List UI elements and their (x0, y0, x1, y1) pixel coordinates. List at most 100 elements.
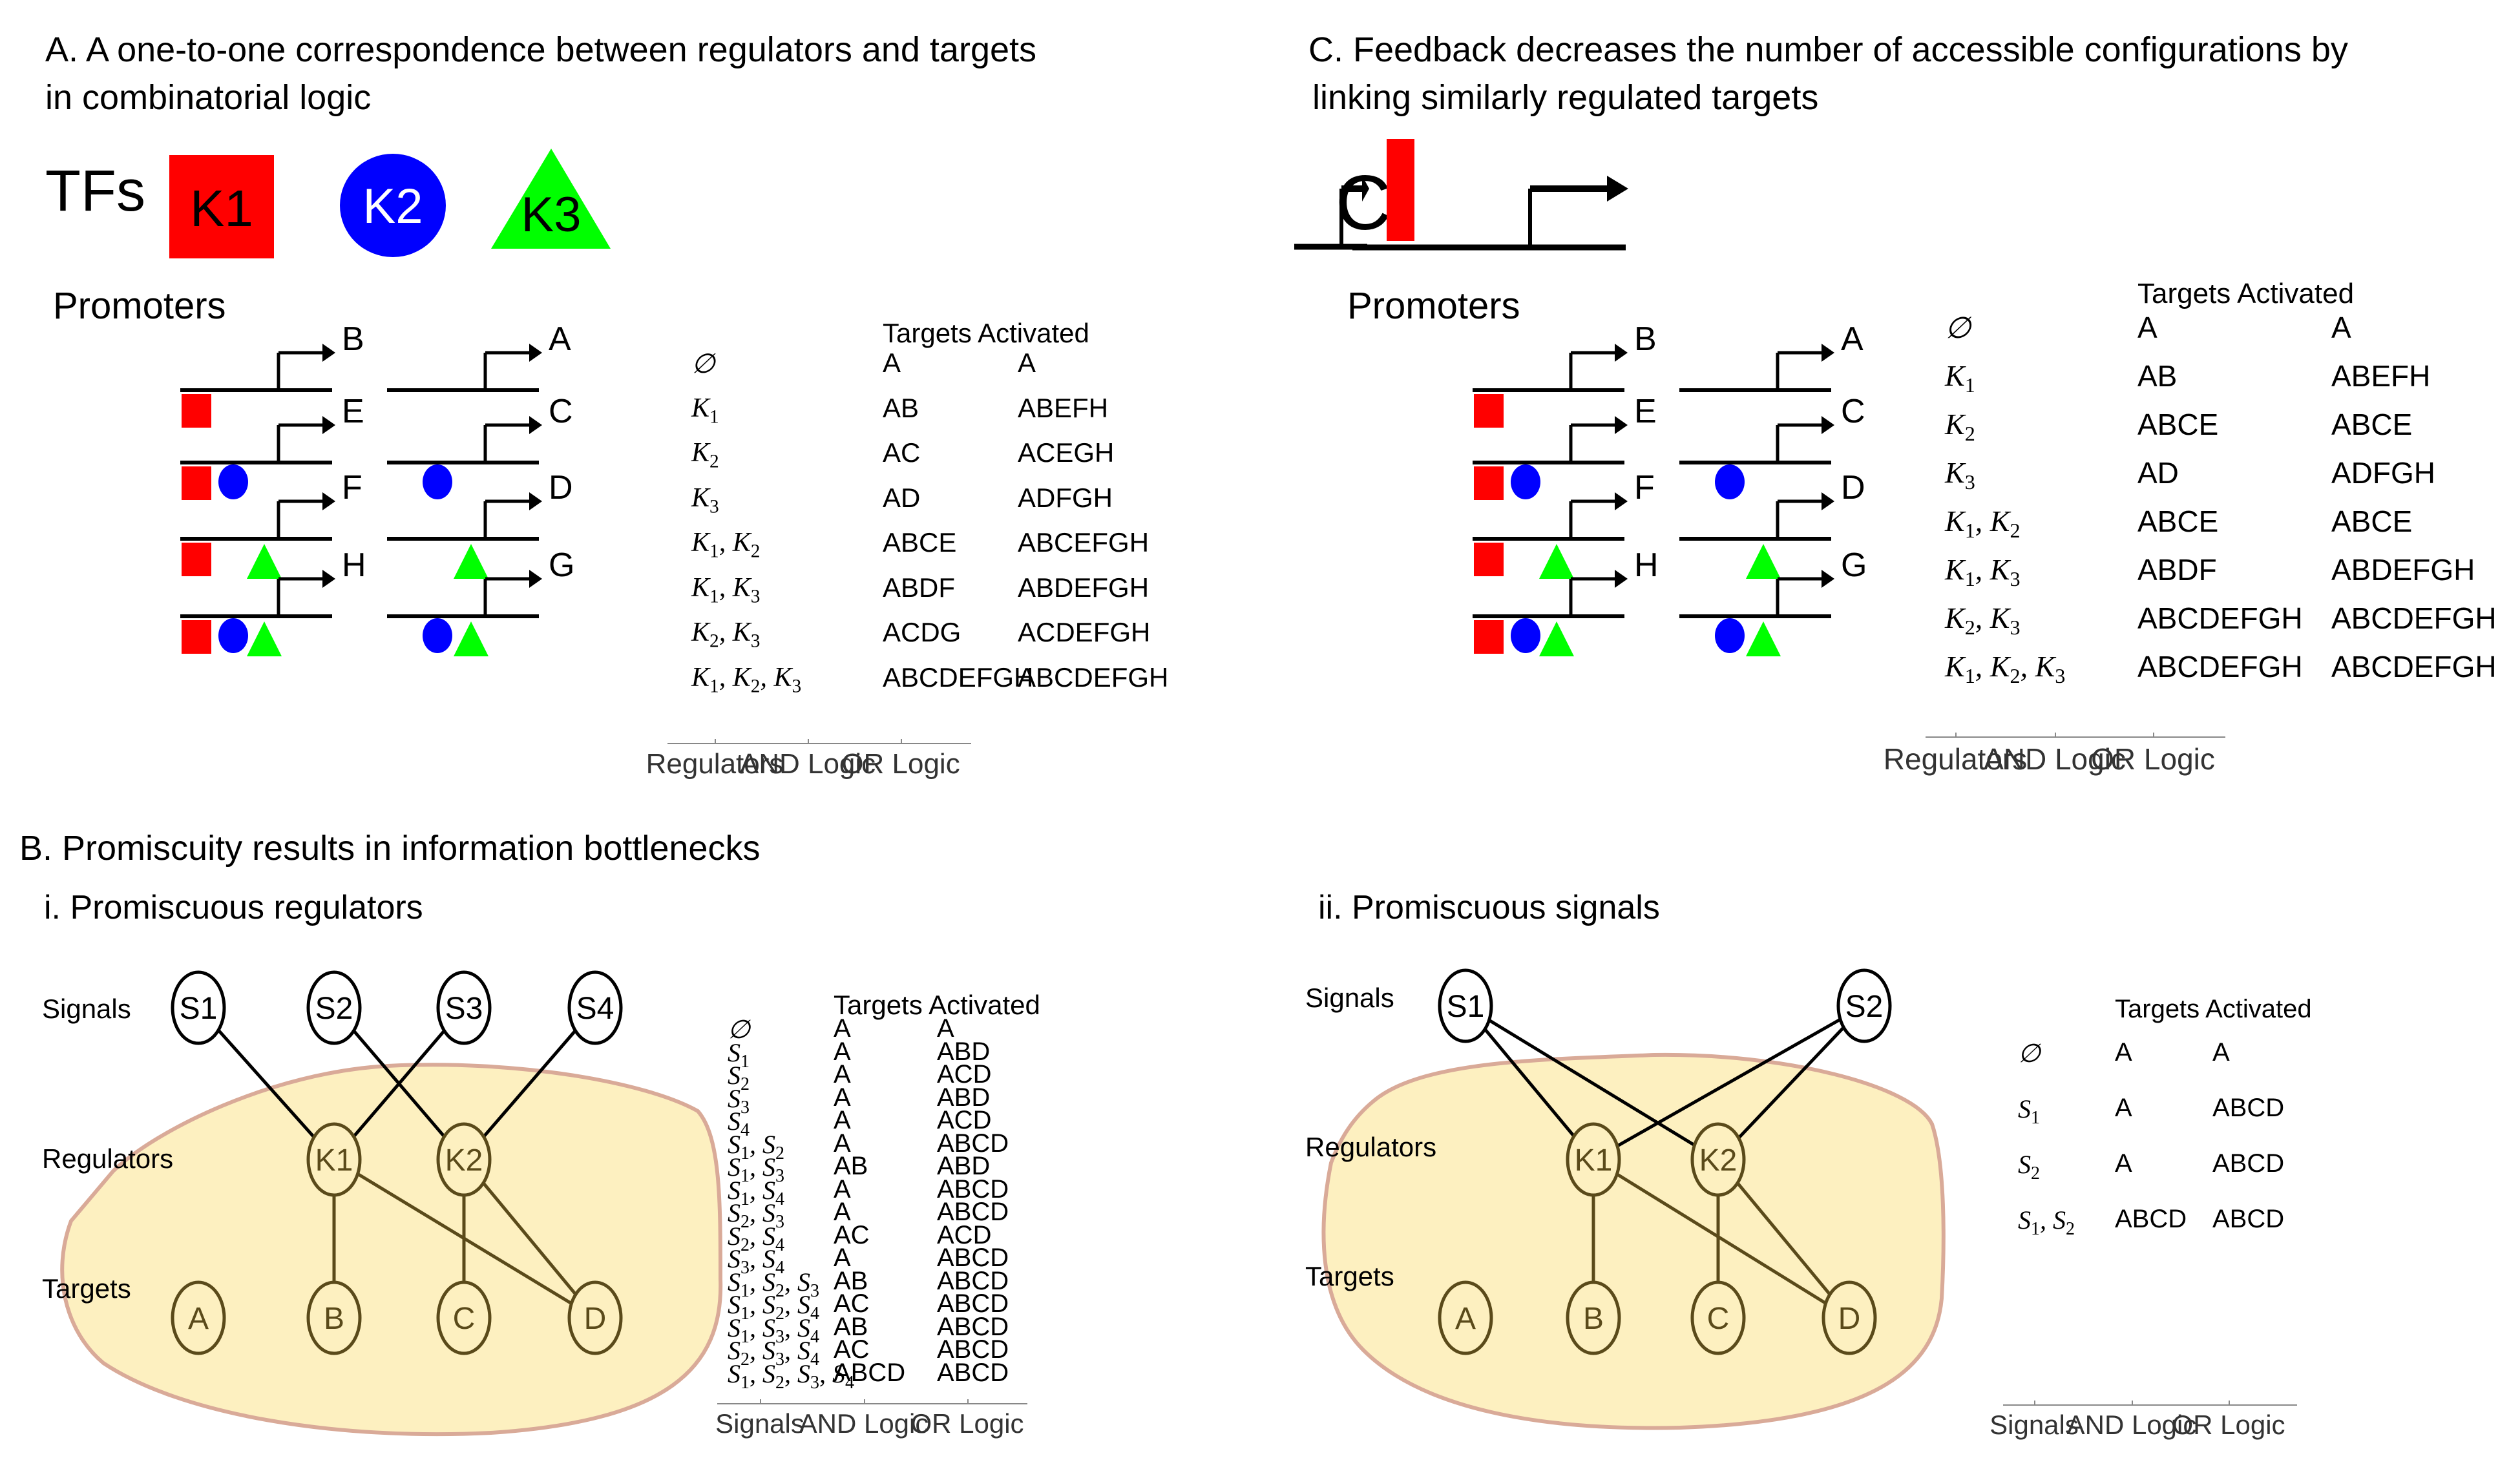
row-and-logic: ABCDEFGH (883, 662, 1034, 693)
k1-binding-site-icon (182, 620, 211, 654)
row-and-logic: AC (883, 437, 921, 468)
promoter-A: A (387, 320, 571, 392)
row-and-logic: ABCE (2137, 505, 2219, 538)
gene-c-label: C (1336, 160, 1392, 246)
promoter-G: G (387, 547, 574, 656)
row-and-logic: A (834, 1037, 851, 1066)
row-or-logic: ABCE (2331, 408, 2413, 441)
tf-k1-square: K1 (169, 155, 274, 258)
row-or-logic: ACD (937, 1220, 992, 1249)
column-label-regulators: Regulators (646, 748, 784, 780)
k2-binding-site-icon (1511, 618, 1540, 653)
k3-binding-site-icon (1539, 544, 1574, 579)
node-label: B (1583, 1302, 1604, 1336)
row-and-logic: A (834, 1244, 851, 1272)
tf-legend: K1 K2 K3 (169, 149, 611, 258)
panel-c-title: C. Feedback decreases the number of acce… (1308, 26, 2348, 121)
row-or-logic: ABCD (937, 1244, 1009, 1272)
promoter-target-label: G (549, 547, 574, 584)
row-input: S1, S2, S4 (728, 1290, 819, 1324)
row-label-targets: Targets (1305, 1261, 1394, 1291)
row-label-signals: Signals (42, 994, 131, 1024)
row-or-logic: ABEFH (1018, 392, 1109, 423)
node-label: B (324, 1302, 344, 1336)
row-or-logic: ABCD (937, 1174, 1009, 1203)
node-label: S2 (315, 992, 353, 1026)
column-label-signals: Signals (1990, 1410, 2079, 1440)
k3-binding-site-icon (247, 621, 282, 656)
row-and-logic: A (834, 1014, 851, 1043)
row-and-logic: A (2115, 1094, 2132, 1122)
axis-tick (864, 1399, 865, 1403)
tf-k3-triangle: K3 (491, 149, 611, 249)
row-and-logic: A (2115, 1149, 2132, 1178)
panel-b-title: B. Promiscuity results in information bo… (19, 829, 761, 868)
panel-bii-title: ii. Promiscuous signals (1318, 889, 1660, 926)
row-and-logic: AC (834, 1220, 870, 1249)
row-or-logic: A (2212, 1038, 2230, 1067)
row-input: K1, K3 (691, 572, 761, 607)
row-or-logic: ABCD (2212, 1205, 2285, 1233)
column-label-signals: Signals (715, 1408, 804, 1439)
promoter-target-label: D (549, 469, 573, 506)
row-and-logic: A (834, 1129, 851, 1158)
node-B: B (1566, 1280, 1621, 1355)
node-A: A (171, 1280, 226, 1355)
table-axis-line (1926, 736, 2225, 738)
column-label-and-logic: AND Logic (1984, 742, 2126, 776)
row-or-logic: ABDEFGH (2331, 553, 2475, 587)
row-and-logic: ABCE (2137, 408, 2219, 441)
row-and-logic: AB (2137, 359, 2178, 393)
row-or-logic: ABCD (937, 1335, 1009, 1364)
row-or-logic: ABEFH (2331, 359, 2431, 393)
row-or-logic: ADFGH (1018, 482, 1113, 513)
promoter-target-label: H (342, 547, 366, 584)
promoter-C: C (1679, 393, 1865, 499)
arrow-right-icon (1615, 416, 1628, 434)
edge-S4-K2 (463, 1006, 596, 1161)
axis-tick (2153, 733, 2154, 736)
node-label: A (188, 1302, 209, 1336)
cell-membrane (1321, 1052, 1946, 1430)
row-and-logic: A (883, 348, 901, 378)
row-input: K1 (1945, 359, 1975, 397)
row-label-regulators: Regulators (42, 1143, 173, 1174)
arrow-right-icon (529, 416, 542, 434)
edge-K1-D (1592, 1158, 1851, 1320)
node-label: K2 (1699, 1143, 1738, 1178)
row-input: S1, S2, S3 (728, 1267, 819, 1301)
row-input: K1, K2, K3 (1945, 650, 2066, 688)
product-k1-square (1387, 139, 1414, 241)
row-or-logic: ABCD (937, 1312, 1009, 1341)
row-input: S2, S4 (728, 1221, 784, 1255)
row-input: S1 (728, 1037, 750, 1072)
node-K1: K1 (306, 1122, 362, 1197)
axis-tick (2034, 1401, 2035, 1404)
edge-K2-D (1717, 1158, 1851, 1319)
row-and-logic: ABCD (834, 1358, 906, 1387)
row-or-logic: ABD (937, 1083, 991, 1112)
arrow-right-icon (529, 344, 542, 362)
arrow-right-icon (322, 344, 335, 362)
node-C: C (436, 1280, 492, 1355)
promoter-target-label: B (1634, 320, 1657, 358)
arrow-right-icon (322, 570, 335, 588)
edge-K2-D (463, 1158, 596, 1319)
row-and-logic: A (2137, 311, 2158, 344)
column-label-or-logic: OR Logic (2172, 1410, 2285, 1440)
row-and-logic: AC (834, 1335, 870, 1364)
row-or-logic: ABD (937, 1152, 991, 1180)
k1-binding-site-icon (1474, 620, 1504, 654)
row-and-logic: ABCDEFGH (2137, 601, 2303, 635)
axis-tick (901, 739, 902, 743)
arrow-right-icon (1607, 176, 1628, 202)
promoter-C: C (387, 393, 573, 499)
node-label: S2 (1845, 990, 1884, 1024)
row-input: S1 (2018, 1094, 2040, 1128)
panel-c-promoters-label: Promoters (1347, 285, 1520, 327)
row-label-targets: Targets (42, 1273, 131, 1304)
panel-c-title-line2: linking similarly regulated targets (1312, 78, 1819, 117)
node-label: S1 (180, 992, 218, 1026)
k1-binding-site-icon (182, 543, 211, 576)
